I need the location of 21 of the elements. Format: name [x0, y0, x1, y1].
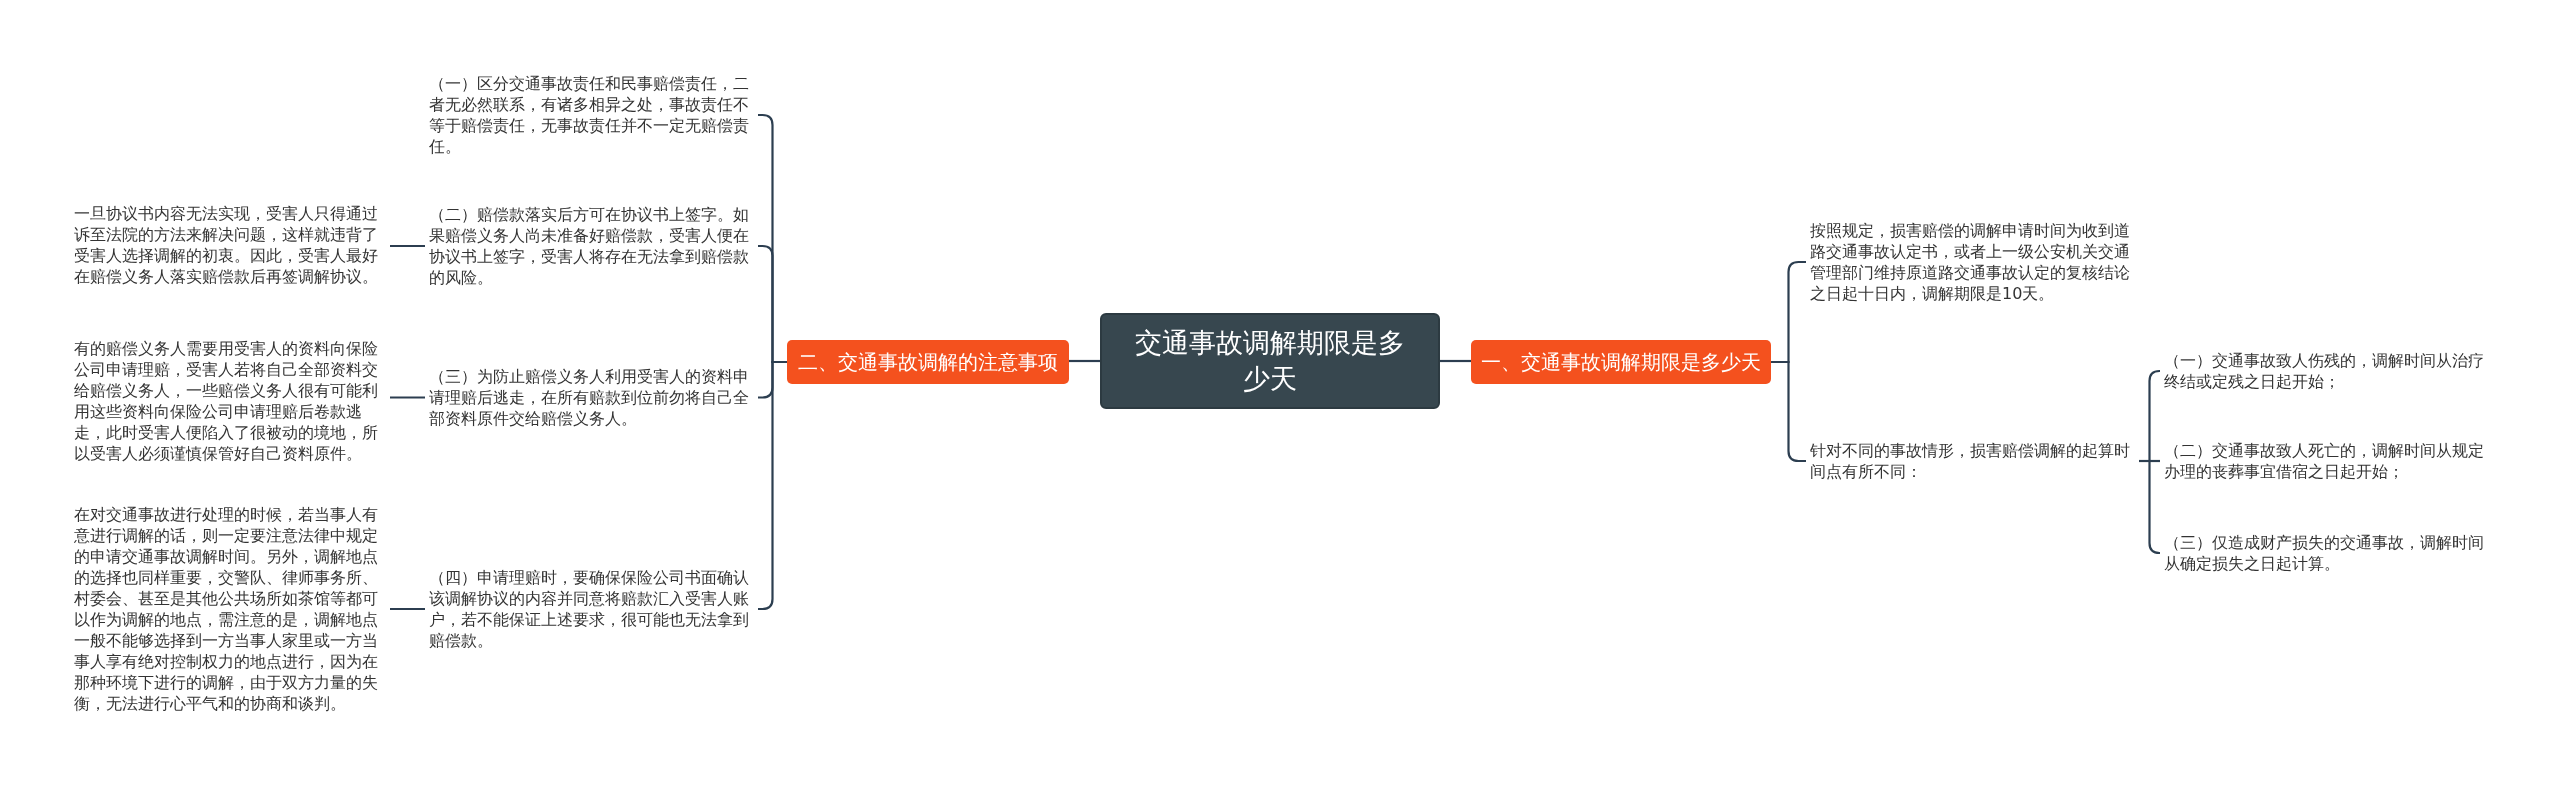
note-text: （一）区分交通事故责任和民事赔偿责任，二者无必然联系，有诸多相异之处，事故责任不等于赔偿责任，无事故责任并不一定无赔偿责任。 [425, 73, 758, 157]
note-text: （三）仅造成财产损失的交通事故，调解时间从确定损失之日起计算。 [2160, 532, 2493, 574]
note-text: 针对不同的事故情形，损害赔偿调解的起算时间点有所不同： [1806, 440, 2139, 482]
note-text: （二）赔偿款落实后方可在协议书上签字。如果赔偿义务人尚未准备好赔偿款，受害人便在协议书上签字，受害人将存在无法拿到赔偿款的风险。 [425, 204, 758, 288]
note-text: （二）交通事故致人死亡的，调解时间从规定办理的丧葬事宜借宿之日起开始； [2160, 440, 2493, 482]
note-text: 一旦协议书内容无法实现，受害人只得通过诉至法院的方法来解决问题，这样就违背了受害人选择调解的初衷。因此，受害人最好在赔偿义务人落实赔偿款后再签调解协议。 [70, 203, 390, 287]
note-text: （三）为防止赔偿义务人利用受害人的资料申请理赔后逃走，在所有赔款到位前勿将自己全部资料原件交给赔偿义务人。 [425, 366, 758, 429]
note-text: 有的赔偿义务人需要用受害人的资料向保险公司申请理赔，受害人若将自己全部资料交给赔偿义务人，一些赔偿义务人很有可能利用这些资料向保险公司申请理赔后卷款逃走，此时受害人便陷入了很被动的境地，所以受害人必须谨慎保管好自己资料原件。 [70, 338, 390, 464]
connector-line [390, 244, 425, 248]
branch-topic-box: 二、交通事故调解的注意事项 [787, 340, 1069, 384]
note-text: （一）交通事故致人伤残的，调解时间从治疗终结或定残之日起开始； [2160, 350, 2493, 392]
note-text: 在对交通事故进行处理的时候，若当事人有意进行调解的话，则一定要注意法律中规定的申请交通事故调解时间。另外，调解地点的选择也同样重要，交警队、律师事务所、村委会、甚至是其他公共场所如茶馆等都可以作为调解的地点，需注意的是，调解地点一般不能够选择到一方当事人家里或一方当事人享有绝对控制权力的地点进行，因为在那种环境下进行的调解，由于双方力量的失衡，无法进行心平气和的协商和谈判。 [70, 504, 390, 714]
note-text: （四）申请理赔时，要确保保险公司书面确认该调解协议的内容并同意将赔款汇入受害人账户，若不能保证上述要求，很可能也无法拿到赔偿款。 [425, 567, 758, 651]
note-text: 按照规定，损害赔偿的调解申请时间为收到道路交通事故认定书，或者上一级公安机关交通管理部门维持原道路交通事故认定的复核结论之日起十日内，调解期限是10天。 [1806, 220, 2139, 304]
connector-line [1440, 359, 1471, 363]
connector-line [390, 607, 425, 611]
connector-line [1069, 359, 1100, 363]
connector-line [2139, 459, 2161, 555]
central-topic-box: 交通事故调解期限是多少天 [1100, 313, 1440, 409]
connector-line [390, 396, 425, 399]
branch-topic-box: 一、交通事故调解期限是多少天 [1471, 340, 1771, 384]
